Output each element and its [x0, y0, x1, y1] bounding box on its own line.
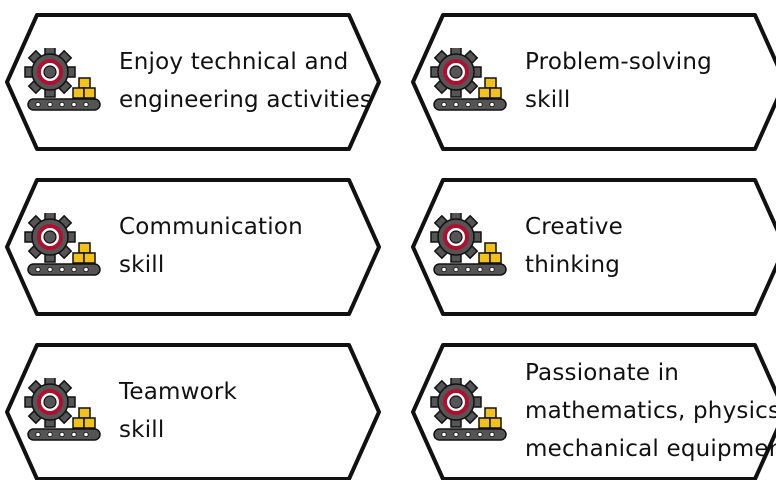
card-label-line: Passionate in	[525, 360, 680, 386]
card-creative-thinking: Creative thinking	[410, 177, 776, 316]
card-label: Creative thinking	[525, 177, 776, 315]
card-label-line: skill	[119, 417, 165, 443]
gear-conveyor-icon	[430, 213, 507, 276]
gear-conveyor-icon	[430, 378, 507, 441]
card-label-line: skill	[525, 87, 571, 113]
card-frame	[411, 13, 776, 151]
gear-conveyor-icon	[24, 213, 101, 276]
card-label-line: Teamwork	[119, 379, 238, 405]
card-label-line: engineering activities	[119, 87, 373, 113]
card-teamwork: Teamwork skill	[4, 342, 382, 480]
card-label: Problem-solving skill	[525, 12, 776, 150]
card-label: Communication skill	[119, 177, 379, 315]
card-label-line: Creative	[525, 214, 624, 240]
gear-conveyor-icon	[24, 48, 101, 111]
gear-conveyor-icon	[24, 378, 101, 441]
card-frame	[411, 178, 776, 316]
card-frame	[5, 13, 381, 151]
card-problem-solving: Problem-solving skill	[410, 12, 776, 151]
card-label-line: mechanical equipment	[525, 436, 776, 462]
card-frame	[5, 178, 381, 316]
card-label-line: Problem-solving	[525, 49, 712, 75]
card-label-line: mathematics, physics&	[525, 398, 776, 424]
card-label-line: skill	[119, 252, 165, 278]
card-label: Passionate in mathematics, physics&mechan…	[525, 342, 776, 480]
card-communication: Communication skill	[4, 177, 382, 316]
card-label: Enjoy technical and engineering activitie…	[119, 12, 379, 150]
card-label: Teamwork skill	[119, 342, 379, 480]
card-label-line: Communication	[119, 214, 303, 240]
card-label-line: thinking	[525, 252, 621, 278]
card-passionate-math-physics: Passionate in mathematics, physics&mechan…	[410, 342, 776, 480]
gear-conveyor-icon	[430, 48, 507, 111]
card-label-line: Enjoy technical and	[119, 49, 349, 75]
card-technical-engineering: Enjoy technical and engineering activitie…	[4, 12, 382, 151]
